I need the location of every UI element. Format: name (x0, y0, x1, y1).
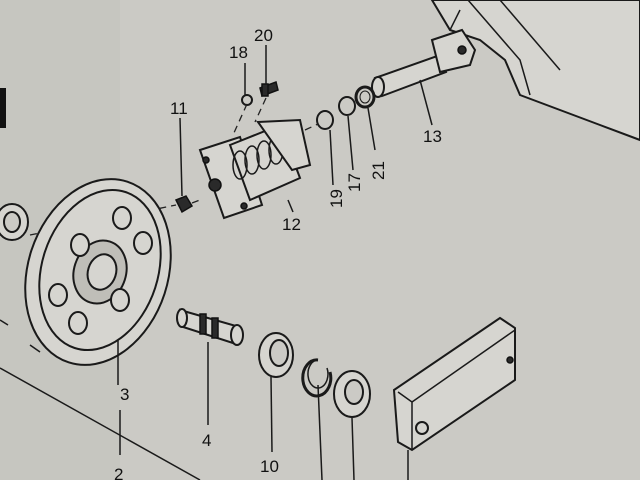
bearing-10 (258, 332, 294, 378)
label-12: 12 (282, 215, 301, 234)
ring-19 (316, 110, 334, 130)
leader-12 (287, 199, 294, 213)
label-13: 13 (423, 127, 442, 146)
pin-4 (176, 308, 244, 346)
label-10: 10 (260, 457, 279, 476)
leader-snap-ring (317, 384, 323, 480)
leader-11 (179, 117, 183, 197)
label-20: 20 (254, 26, 273, 45)
label-2: 2 (114, 465, 123, 480)
label-18: 18 (229, 43, 248, 62)
left-bearing-partial (0, 203, 29, 326)
leader-21 (367, 107, 376, 151)
plate-block (392, 316, 516, 452)
ring-17 (338, 96, 356, 116)
label-21: 21 (369, 161, 388, 180)
seal-bearing (333, 370, 371, 418)
label-4: 4 (202, 431, 211, 450)
leader-17 (347, 115, 354, 171)
ring-21 (354, 85, 376, 109)
leader-19 (329, 129, 334, 186)
leader-10 (270, 376, 273, 453)
nut-11 (174, 195, 194, 214)
page-edge-mark (0, 88, 6, 128)
label-11: 11 (170, 99, 188, 118)
leader-13 (419, 79, 433, 126)
label-3: 3 (120, 385, 129, 404)
idler-wheel-3 (24, 178, 172, 366)
label-17: 17 (345, 173, 364, 192)
spring-housing-12 (198, 118, 312, 220)
bolt-20 (259, 81, 279, 97)
label-19: 19 (327, 189, 346, 208)
leader-seal-bearing (351, 417, 355, 480)
shaft-13 (371, 28, 477, 98)
snap-ring (301, 358, 333, 398)
